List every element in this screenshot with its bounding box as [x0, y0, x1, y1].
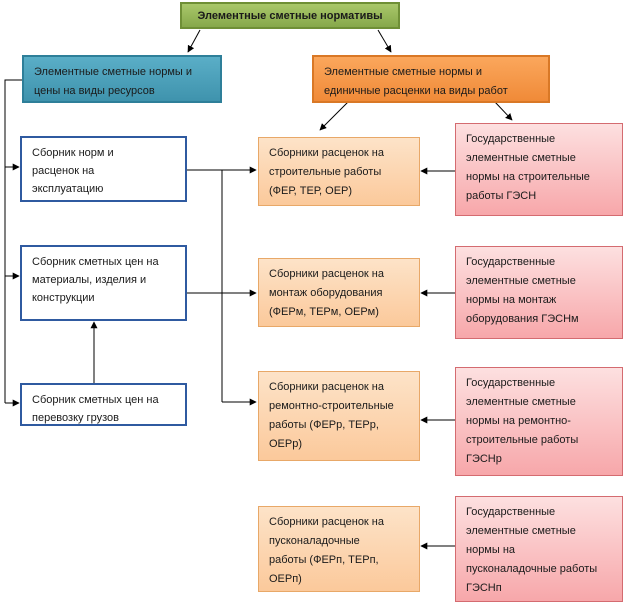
right-box-3-line-4: строительные работы: [466, 434, 579, 446]
left-box-1-line-2: расценок на: [32, 165, 95, 177]
right-box-4-line-1: Государственные: [466, 506, 556, 518]
middle-box-4-line-2: пусконаладочные: [269, 535, 360, 547]
right-box-2-line-1: Государственные: [466, 256, 556, 268]
right-box-3-line-3: нормы на ремонтно-: [466, 415, 571, 427]
right-box-4-line-5: ГЭСНп: [466, 582, 502, 594]
right-box-2-line-3: нормы на монтаж: [466, 294, 557, 306]
left-box-transport: Сборник сметных цен на перевозку грузов: [20, 383, 187, 426]
middle-box-4-line-3: работы (ФЕРп, ТЕРп,: [269, 554, 379, 566]
middle-box-1-line-2: строительные работы: [269, 166, 382, 178]
right-box-1-line-1: Государственные: [466, 133, 556, 145]
right-box-gesn: Государственные элементные сметные нормы…: [455, 123, 623, 216]
root-to-resources-arrow: [187, 29, 201, 53]
left-box-3-line-2: перевозку грузов: [32, 412, 119, 424]
left-box-operation: Сборник норм и расценок на эксплуатацию: [20, 136, 187, 202]
left-box-1-line-3: эксплуатацию: [32, 183, 104, 195]
right-box-3-line-5: ГЭСНр: [466, 453, 502, 465]
right-box-gesnr: Государственные элементные сметные нормы…: [455, 367, 623, 476]
middle-box-2-line-1: Сборники расценок на: [269, 268, 384, 280]
middle-box-2-line-2: монтаж оборудования: [269, 287, 383, 299]
middle-box-installation: Сборники расценок на монтаж оборудования…: [258, 258, 420, 327]
works-head-line-2: единичные расценки на виды работ: [324, 85, 508, 97]
middle-box-3-line-4: ОЕРр): [269, 438, 303, 450]
right-box-2-line-2: элементные сметные: [466, 275, 576, 287]
right-box-4-line-2: элементные сметные: [466, 525, 576, 537]
left-box-2-line-1: Сборник сметных цен на: [32, 256, 159, 268]
middle-box-3-line-2: ремонтно-строительные: [269, 400, 394, 412]
left-box-materials: Сборник сметных цен на материалы, издели…: [20, 245, 187, 321]
works-head-line-1: Элементные сметные нормы и: [324, 66, 483, 78]
right-box-gesnp: Государственные элементные сметные нормы…: [455, 496, 623, 602]
middle-box-commissioning: Сборники расценок на пусконаладочные раб…: [258, 506, 420, 592]
right-box-1-line-4: работы ГЭСН: [466, 190, 537, 202]
middle-box-repair: Сборники расценок на ремонтно-строительн…: [258, 371, 420, 461]
works-to-right-1-arrow: [494, 101, 513, 121]
root-label: Элементные сметные нормативы: [197, 10, 383, 22]
middle-box-construction: Сборники расценок на строительные работы…: [258, 137, 420, 206]
middle-box-4-line-1: Сборники расценок на: [269, 516, 384, 528]
right-box-2-line-4: оборудования ГЭСНм: [466, 313, 579, 325]
right-box-1-line-3: нормы на строительные: [466, 171, 590, 183]
works-to-middle-1-arrow: [319, 101, 349, 131]
right-box-3-line-2: элементные сметные: [466, 396, 576, 408]
root-to-works-arrow: [377, 29, 392, 53]
right-box-3-line-1: Государственные: [466, 377, 556, 389]
middle-box-1-line-1: Сборники расценок на: [269, 147, 384, 159]
middle-box-1-line-3: (ФЕР, ТЕР, ОЕР): [269, 185, 353, 197]
root-node: Элементные сметные нормативы: [180, 2, 400, 29]
left-box-3-line-1: Сборник сметных цен на: [32, 394, 159, 406]
middle-box-4-line-4: ОЕРп): [269, 573, 302, 585]
resources-head-line-1: Элементные сметные нормы и: [34, 66, 193, 78]
left-box-2-line-3: конструкции: [32, 292, 95, 304]
works-head-node: Элементные сметные нормы и единичные рас…: [312, 55, 550, 103]
right-box-4-line-4: пусконаладочные работы: [466, 563, 598, 575]
middle-box-3-line-1: Сборники расценок на: [269, 381, 384, 393]
resources-head-node: Элементные сметные нормы и цены на виды …: [22, 55, 222, 103]
middle-box-3-line-3: работы (ФЕРр, ТЕРр,: [269, 419, 379, 431]
right-box-1-line-2: элементные сметные: [466, 152, 576, 164]
right-box-gesnm: Государственные элементные сметные нормы…: [455, 246, 623, 339]
left-box-2-line-2: материалы, изделия и: [32, 274, 147, 286]
left-box-1-line-1: Сборник норм и: [32, 147, 114, 159]
right-box-4-line-3: нормы на: [466, 544, 516, 556]
middle-box-2-line-3: (ФЕРм, ТЕРм, ОЕРм): [269, 306, 379, 318]
resources-bracket: [4, 79, 22, 403]
resources-head-line-2: цены на виды ресурсов: [34, 85, 155, 97]
